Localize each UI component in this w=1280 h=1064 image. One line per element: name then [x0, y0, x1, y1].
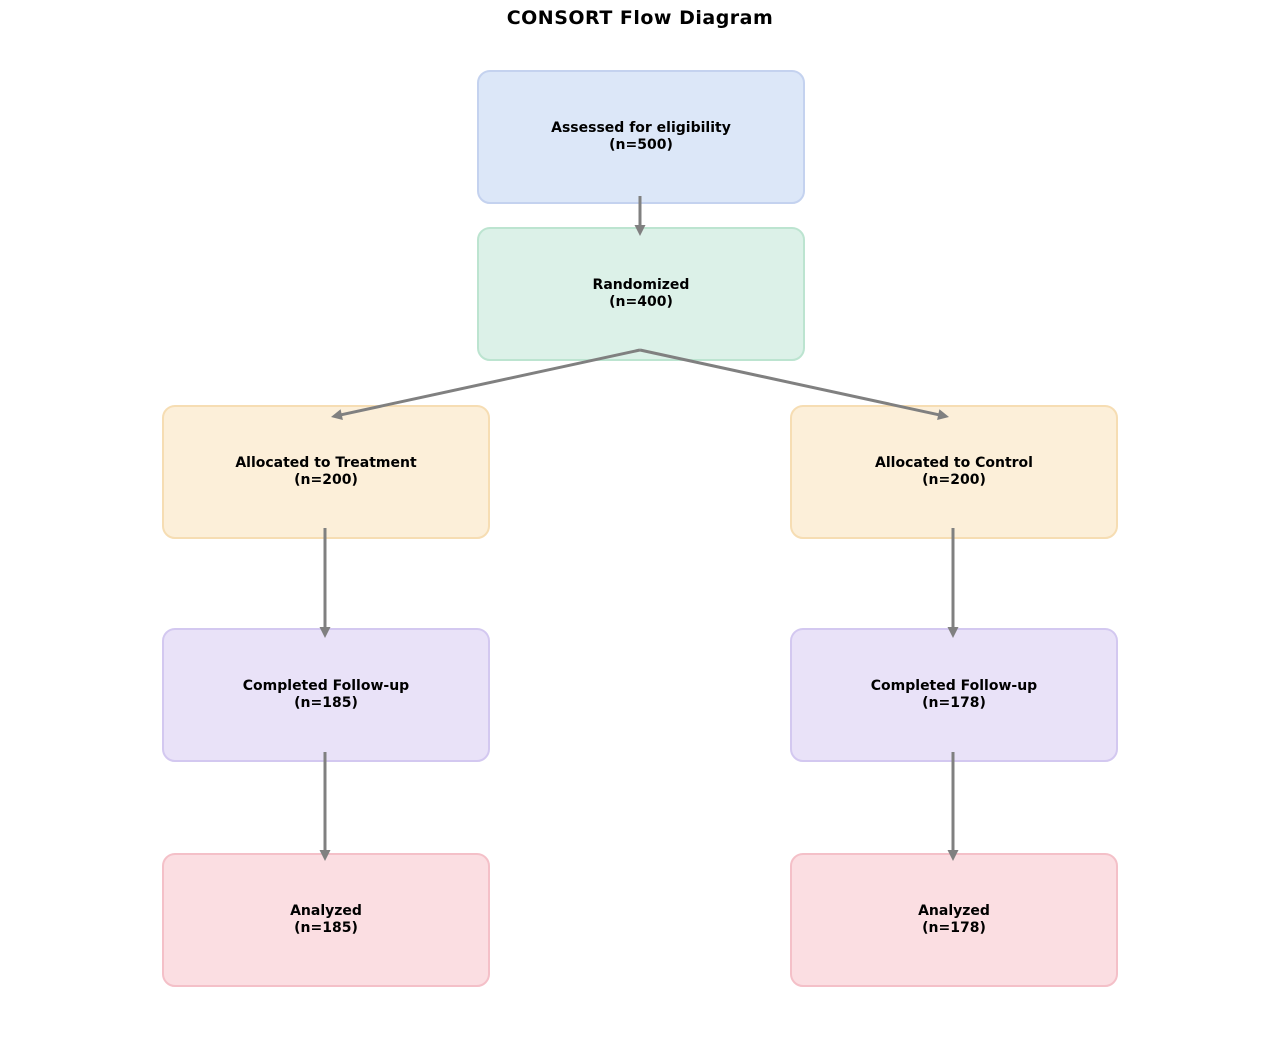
node-allocated-to-control: Allocated to Control (n=200) [790, 405, 1118, 539]
node-count: (n=200) [294, 472, 358, 488]
node-assessed-for-eligibility: Assessed for eligibility (n=500) [477, 70, 805, 204]
node-count: (n=178) [922, 695, 986, 711]
node-count: (n=178) [922, 920, 986, 936]
node-completed-followup-treatment: Completed Follow-up (n=185) [162, 628, 490, 762]
arrow-treatment-to-followup [319, 528, 331, 638]
node-label: Randomized [592, 277, 690, 294]
node-label: Analyzed [290, 903, 362, 920]
node-count: (n=200) [922, 472, 986, 488]
node-label: Allocated to Control [875, 455, 1033, 472]
node-label: Allocated to Treatment [235, 455, 417, 472]
arrow-followup-to-analyzed-treatment [319, 752, 331, 861]
node-count: (n=185) [294, 920, 358, 936]
node-count: (n=185) [294, 695, 358, 711]
node-count: (n=500) [609, 137, 673, 153]
node-label: Analyzed [918, 903, 990, 920]
diagram-title: CONSORT Flow Diagram [506, 7, 774, 29]
node-analyzed-control: Analyzed (n=178) [790, 853, 1118, 987]
node-completed-followup-control: Completed Follow-up (n=178) [790, 628, 1118, 762]
node-allocated-to-treatment: Allocated to Treatment (n=200) [162, 405, 490, 539]
node-analyzed-treatment: Analyzed (n=185) [162, 853, 490, 987]
node-label: Completed Follow-up [870, 678, 1038, 695]
node-label: Assessed for eligibility [551, 120, 731, 137]
node-label: Completed Follow-up [242, 678, 410, 695]
node-count: (n=400) [609, 294, 673, 310]
arrow-followup-to-analyzed-control [947, 752, 959, 861]
node-randomized: Randomized (n=400) [477, 227, 805, 361]
arrow-control-to-followup [947, 528, 959, 638]
